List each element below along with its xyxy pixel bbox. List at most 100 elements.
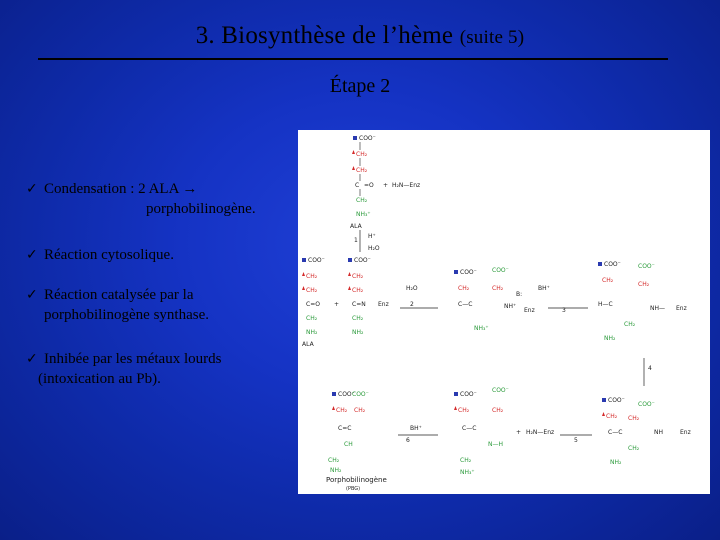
label-coo: COO⁻ bbox=[638, 401, 655, 408]
label-ch2: CH₂ bbox=[628, 445, 640, 452]
label-bh: BH⁺ bbox=[538, 285, 550, 292]
step-5: 5 bbox=[574, 437, 578, 444]
label-coo: COO⁻ bbox=[604, 261, 621, 268]
carboxyl-marker bbox=[348, 258, 352, 262]
atom-c: C—C bbox=[462, 425, 476, 432]
checkmark-icon: ✓ bbox=[26, 351, 38, 367]
label-pbg-abbr: (PBG) bbox=[346, 486, 360, 492]
carboxyl-marker bbox=[332, 392, 336, 396]
label-ch2: CH₂ bbox=[628, 415, 640, 422]
atom-c: C bbox=[355, 182, 359, 189]
title-sub: (suite 5) bbox=[459, 27, 525, 48]
label-nh2: NH₂ bbox=[306, 329, 318, 336]
title-underline bbox=[38, 58, 668, 60]
label-ch2: CH₂ bbox=[458, 285, 470, 292]
carboxyl-marker bbox=[302, 258, 306, 262]
label-coo: COO⁻ bbox=[492, 267, 509, 274]
label-ch2: CH₂ bbox=[492, 285, 504, 292]
label-ch2: CH₂ bbox=[606, 413, 618, 420]
label-enz: Enz bbox=[524, 307, 535, 314]
atom-c: H—C bbox=[598, 301, 613, 308]
nh-plus: NH⁺ bbox=[504, 303, 516, 310]
label-ch2: CH₂ bbox=[336, 407, 348, 414]
label-enz: Enz bbox=[680, 429, 691, 436]
label-bh: BH⁺ bbox=[410, 425, 422, 432]
label-ch2: CH₂ bbox=[460, 457, 472, 464]
step-6: 6 bbox=[406, 437, 410, 444]
marker bbox=[454, 406, 457, 410]
label-ala: ALA bbox=[302, 341, 315, 348]
marker bbox=[302, 272, 305, 276]
label-nh2: NH₂ bbox=[352, 329, 364, 336]
label-h2o: H₂O bbox=[406, 285, 418, 292]
marker bbox=[302, 286, 305, 290]
carboxyl-marker bbox=[598, 262, 602, 266]
label-h2o: H₂O bbox=[368, 245, 380, 252]
label-ch2: CH₂ bbox=[356, 151, 368, 158]
plus-sign: + bbox=[383, 182, 388, 189]
label-ch2: CH₂ bbox=[352, 287, 364, 294]
reaction-mechanism-figure: COO⁻ CH₂ CH₂ C =O + H₂N—Enz CH₂ NH₃⁺ ALA… bbox=[298, 130, 710, 494]
label-ch2: CH₂ bbox=[352, 273, 364, 280]
label-coo: COO⁻ bbox=[460, 269, 477, 276]
atom-o: =O bbox=[364, 182, 374, 189]
nh-plus: NH— bbox=[650, 305, 665, 312]
atom-c: C=C bbox=[338, 425, 351, 432]
checkmark-icon: ✓ bbox=[26, 287, 38, 303]
step-1: 1 bbox=[354, 237, 358, 244]
step-2: 2 bbox=[410, 301, 414, 308]
label-ch2: CH₂ bbox=[624, 321, 636, 328]
checkmark-icon: ✓ bbox=[26, 247, 38, 263]
bullet-text: Réaction cytosolique. bbox=[44, 247, 174, 263]
bullet-text-continued: (intoxication au Pb). bbox=[38, 371, 161, 387]
nh-plus: NH bbox=[654, 429, 663, 436]
plus-sign: + bbox=[334, 301, 339, 308]
marker bbox=[602, 412, 605, 416]
atom-c: C—C bbox=[458, 301, 472, 308]
label-ch2: CH₂ bbox=[492, 407, 504, 414]
marker bbox=[348, 286, 351, 290]
plus-sign: + bbox=[516, 429, 521, 436]
label-coo: COO⁻ bbox=[460, 391, 477, 398]
marker bbox=[348, 272, 351, 276]
label-ch2: CH₂ bbox=[356, 197, 368, 204]
red-markers bbox=[302, 150, 605, 416]
marker bbox=[352, 166, 355, 170]
atom-c: C—C bbox=[608, 429, 622, 436]
atom-c: C=O bbox=[306, 301, 320, 308]
bullet-text: Condensation : 2 ALA → bbox=[44, 181, 198, 197]
label-ch2: CH₂ bbox=[458, 407, 470, 414]
label-enz: Enz bbox=[378, 301, 389, 308]
label-ala: ALA bbox=[350, 223, 363, 230]
label-hplus: H⁺ bbox=[368, 233, 376, 240]
label-nh3: NH₃⁺ bbox=[460, 469, 475, 476]
step-heading: Étape 2 bbox=[329, 75, 391, 97]
carboxyl-marker bbox=[454, 392, 458, 396]
label-ch2: CH₂ bbox=[352, 315, 364, 322]
label-nh2: NH₂ bbox=[330, 467, 342, 474]
carboxyl-marker bbox=[353, 136, 357, 140]
label-coo: COO⁻ bbox=[608, 397, 625, 404]
label-h2n-enz: H₂N—Enz bbox=[392, 182, 420, 189]
label-coo: COO⁻ bbox=[308, 257, 325, 264]
label-ch2: CH₂ bbox=[328, 457, 340, 464]
label-nh2: NH₂ bbox=[604, 335, 616, 342]
carboxyl-marker bbox=[454, 270, 458, 274]
carboxyl-marker bbox=[602, 398, 606, 402]
label-nh3: NH₃⁺ bbox=[474, 325, 489, 332]
ring-nh: N—H bbox=[488, 441, 503, 448]
label-coo: COO⁻ bbox=[492, 387, 509, 394]
bullet-text-continued: porphobilinogène synthase. bbox=[44, 307, 209, 323]
label-coo: COO⁻ bbox=[338, 391, 355, 398]
atom-c: C=N bbox=[352, 301, 366, 308]
label-ch2: CH₂ bbox=[602, 277, 614, 284]
label-ch2: CH₂ bbox=[306, 315, 318, 322]
mechanism-diagram: COO⁻ CH₂ CH₂ C =O + H₂N—Enz CH₂ NH₃⁺ ALA… bbox=[302, 135, 691, 492]
checkmark-icon: ✓ bbox=[26, 181, 38, 197]
label-ch2: CH₂ bbox=[356, 167, 368, 174]
label-coo: COO⁻ bbox=[359, 135, 376, 142]
label-ch2: CH₂ bbox=[306, 287, 318, 294]
slide-title: 3. Biosynthèse de l’hème (suite 5) bbox=[0, 22, 720, 50]
label-nh3: NH₃⁺ bbox=[356, 211, 371, 218]
label-ch2: CH₂ bbox=[638, 281, 650, 288]
